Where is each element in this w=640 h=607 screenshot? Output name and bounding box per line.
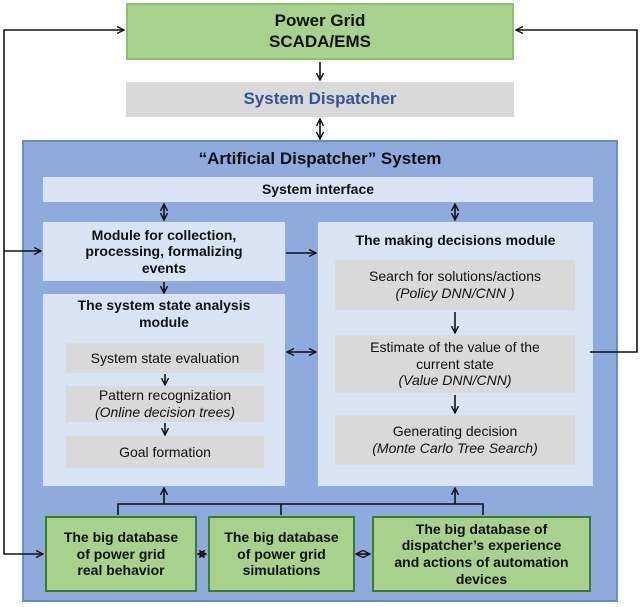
state-evaluation-box: System state evaluation [66,343,264,373]
search-solutions-method: (Policy DNN/CNN ) [395,285,515,301]
pattern-recognition-method: (Online decision trees) [94,404,236,420]
estimate-value-method: (Value DNN/CNN) [398,372,512,389]
pattern-recognition-box: Pattern recognization (Online decision t… [66,386,264,422]
db3-line3: and actions of automation [394,554,569,570]
collection-line2: processing, formalizing [85,243,243,260]
search-solutions-label: Search for solutions/actions [369,268,541,285]
state-evaluation-label: System state evaluation [90,349,240,366]
goal-formation-label: Goal formation [119,443,211,460]
estimate-value-line1: Estimate of the value of the [370,339,540,356]
pattern-recognition-label: Pattern recognization [98,387,232,404]
dispatcher-box: System Dispatcher [126,82,514,117]
collection-module-box: Module for collection, processing, forma… [43,222,285,281]
db3-line4: devices [455,570,508,587]
db2-line2: of power grid [237,545,326,562]
database-dispatcher-experience: The big database of dispatcher’s experie… [372,516,591,592]
ad-system-title: “Artificial Dispatcher” System [198,149,442,168]
generating-decision-label: Generating decision [392,423,518,440]
database-simulations: The big database of power grid simulatio… [208,516,355,592]
db3-line2: dispatcher’s experience [401,537,562,554]
generating-decision-method: (Monte Carlo Tree Search) [372,440,538,456]
state-analysis-title2: module [139,313,189,330]
scada-line2: SCADA/EMS [268,31,371,51]
db3-line1: The big database of [415,520,548,537]
system-interface-label: System interface [261,181,375,198]
collection-line1: Module for collection, [91,226,237,243]
db1-line2: of power grid [76,545,166,562]
scada-line1: Power Grid [274,11,366,31]
system-interface-box: System interface [43,177,593,202]
collection-line3: events [141,259,187,276]
state-analysis-title1: The system state analysis [77,297,251,313]
estimate-value-box: Estimate of the value of the current sta… [335,335,575,393]
estimate-value-line2: current state [416,355,494,372]
db2-line1: The big database [224,529,339,546]
dispatcher-label: System Dispatcher [243,89,397,109]
generating-decision-box: Generating decision (Monte Carlo Tree Se… [335,415,575,465]
db1-line1: The big database [63,529,179,546]
search-solutions-box: Search for solutions/actions (Policy DNN… [335,260,575,310]
db1-line3: real behavior [77,562,165,579]
decision-module-title: The making decisions module [355,232,556,248]
database-real-behavior: The big database of power grid real beha… [45,516,197,592]
goal-formation-box: Goal formation [66,436,264,468]
scada-box: Power Grid SCADA/EMS [126,3,514,60]
db2-line3: simulations [242,562,321,579]
